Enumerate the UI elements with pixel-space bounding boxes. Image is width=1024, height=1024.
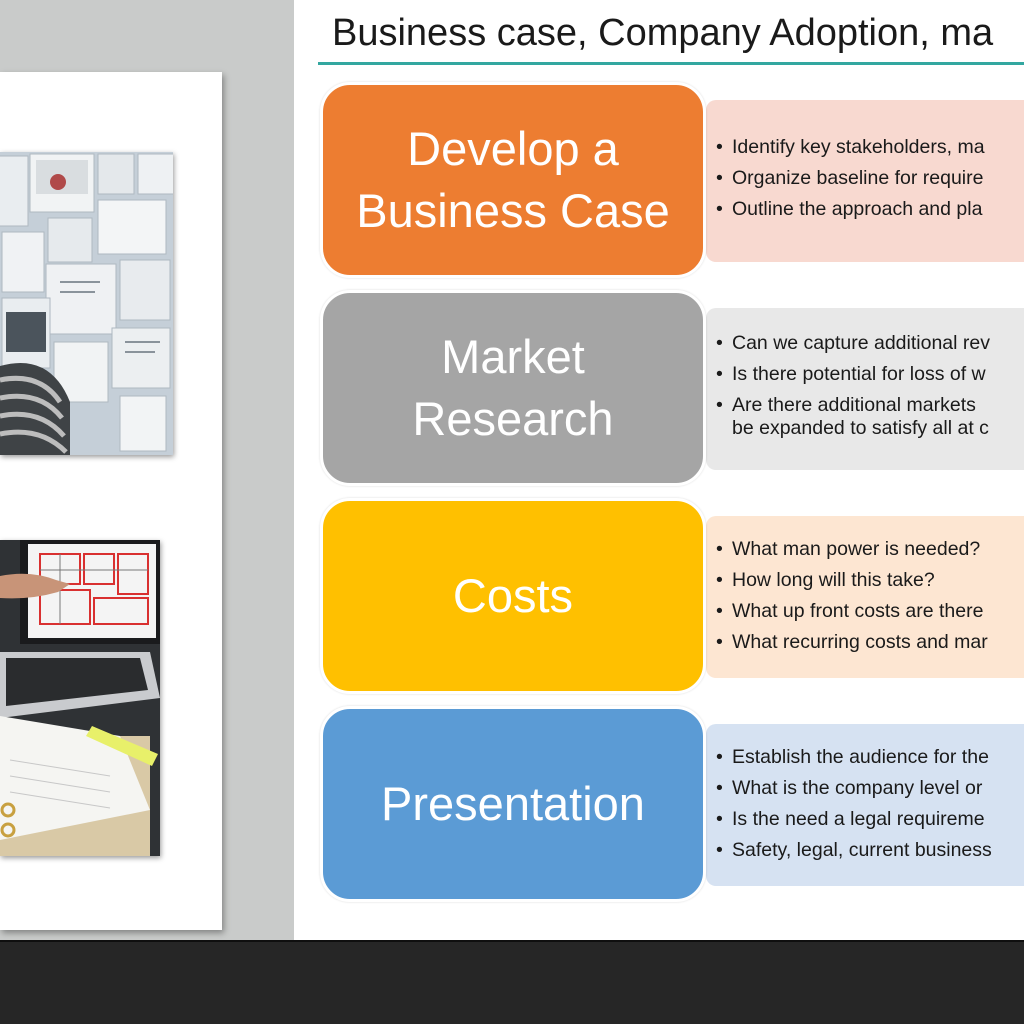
card-develop-business-case: Develop a Business Case [320, 82, 706, 278]
office-wall-illustration [0, 152, 173, 455]
slide-title: Business case, Company Adoption, ma [332, 12, 994, 54]
bullet-item: Is there potential for loss of w [716, 361, 1024, 388]
bullet-item-continuation: be expanded to satisfy all at c [732, 417, 989, 439]
bullet-item: Are there additional markets [716, 392, 1024, 419]
presenter-bottom-bar [0, 940, 1024, 1024]
laptop-illustration [0, 540, 160, 856]
title-underline [318, 62, 1024, 65]
card-label: Costs [452, 569, 574, 622]
bullet-item: Establish the audience for the [716, 744, 1024, 771]
card-label: Presentation [381, 777, 645, 830]
bullet-list-market-research: Can we capture additional rev Is there p… [716, 330, 1024, 446]
bullet-item: What is the company level or [716, 775, 1024, 802]
bullet-item: Can we capture additional rev [716, 330, 1024, 357]
slide: Business case, Company Adoption, ma Deve… [294, 0, 1024, 940]
bullet-list-business-case: Identify key stakeholders, ma Organize b… [716, 134, 1024, 227]
bullet-item: How long will this take? [716, 567, 1024, 594]
bullet-item: What up front costs are there [716, 598, 1024, 625]
card-presentation: Presentation [320, 706, 706, 902]
card-label: Market Research [412, 330, 614, 445]
bullet-list-presentation: Establish the audience for the What is t… [716, 744, 1024, 868]
laptop-floorplan-photo [0, 540, 160, 856]
bullet-item: Organize baseline for require [716, 165, 1024, 192]
bullet-item: What man power is needed? [716, 536, 1024, 563]
bullet-item: Outline the approach and pla [716, 196, 1024, 223]
bullet-item: Is the need a legal requireme [716, 806, 1024, 833]
office-wall-photo [0, 152, 173, 455]
card-label: Develop a Business Case [356, 122, 670, 237]
bullet-list-costs: What man power is needed? How long will … [716, 536, 1024, 660]
left-panel [0, 0, 294, 940]
bullet-item: Identify key stakeholders, ma [716, 134, 1024, 161]
bullet-item: What recurring costs and mar [716, 629, 1024, 656]
bullet-item: Safety, legal, current business [716, 837, 1024, 864]
card-costs: Costs [320, 498, 706, 694]
card-market-research: Market Research [320, 290, 706, 486]
